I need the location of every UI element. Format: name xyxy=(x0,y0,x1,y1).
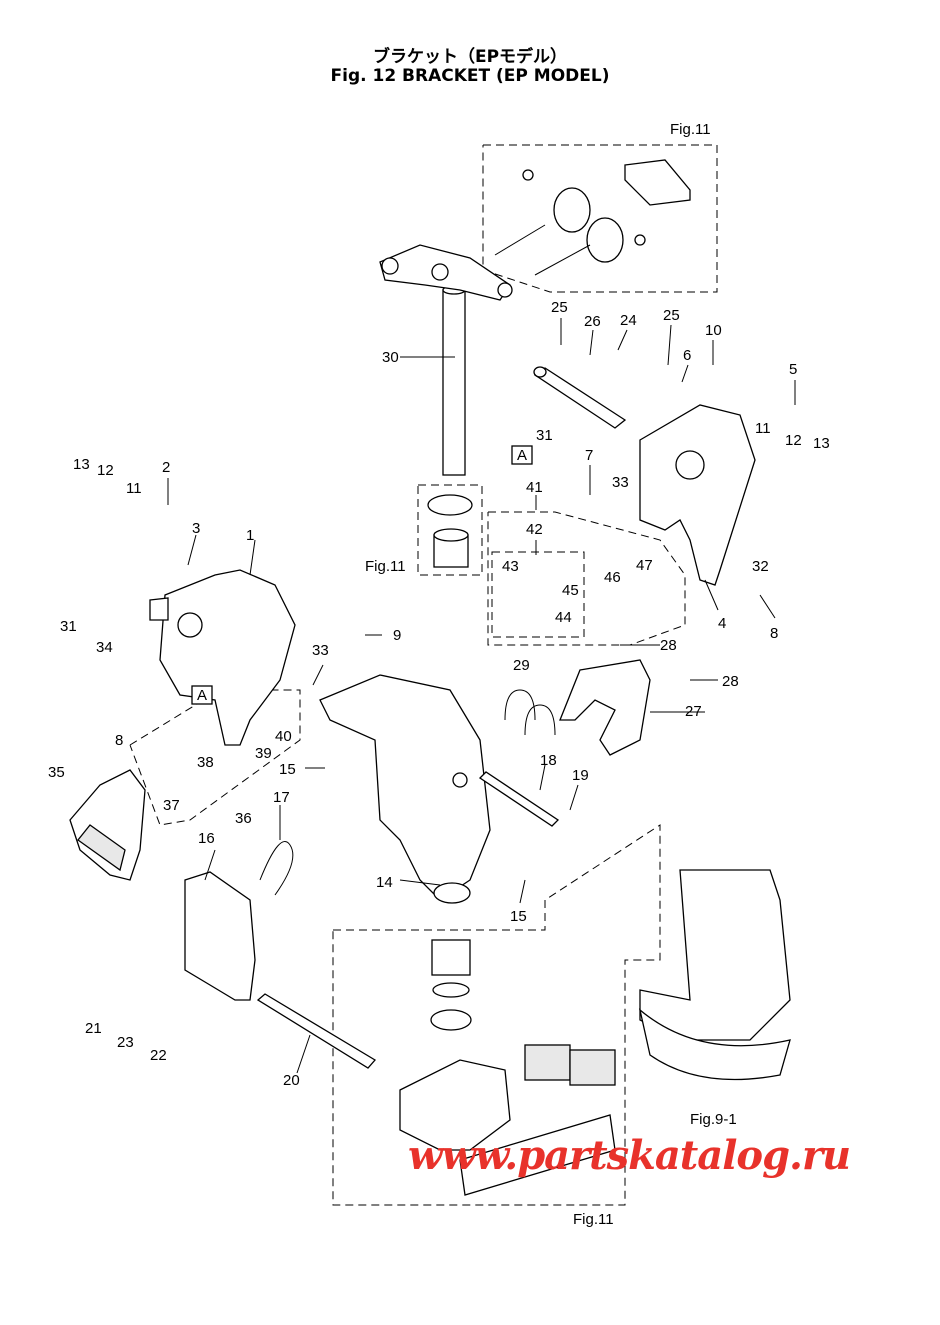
callout-labels: 1 2 3 4 5 6 7 8 8 9 10 11 11 12 12 13 13… xyxy=(48,299,830,1089)
page-title-en: Fig. 12 BRACKET (EP MODEL) xyxy=(330,66,610,86)
leader-lines xyxy=(167,318,796,1074)
section-mark-a-right-label: A xyxy=(517,447,527,464)
callout-15-lower: 15 xyxy=(510,908,527,925)
fig11-lower-fittings xyxy=(399,939,616,1196)
callout-8-left: 8 xyxy=(115,732,123,749)
callout-42: 42 xyxy=(526,521,543,538)
callout-10: 10 xyxy=(705,322,722,339)
callout-18: 18 xyxy=(540,752,557,769)
fig11-steering-fittings xyxy=(494,159,691,276)
callout-41: 41 xyxy=(526,479,543,496)
figref-bottom: Fig.11 xyxy=(573,1211,614,1228)
callout-8-right: 8 xyxy=(770,625,778,642)
fig11-top-group-box xyxy=(482,144,718,293)
fig11-lower-group-box xyxy=(332,824,661,1206)
fig9-1-lower-unit xyxy=(638,869,791,1081)
callout-36: 36 xyxy=(235,810,252,827)
callout-25-right: 25 xyxy=(663,307,680,324)
callout-25-left: 25 xyxy=(551,299,568,316)
callout-22: 22 xyxy=(150,1047,167,1064)
callout-2: 2 xyxy=(162,459,170,476)
callout-27: 27 xyxy=(685,703,702,720)
section-mark-a-left: A xyxy=(191,685,213,705)
callout-9: 9 xyxy=(393,627,401,644)
callout-11-right: 11 xyxy=(755,420,771,437)
callout-33-upper: 33 xyxy=(612,474,629,491)
callout-21: 21 xyxy=(85,1020,102,1037)
section-mark-a-right: A xyxy=(511,445,533,465)
callout-26: 26 xyxy=(584,313,601,330)
callout-32: 32 xyxy=(752,558,769,575)
callout-39: 39 xyxy=(255,745,272,762)
callout-33-lower: 33 xyxy=(312,642,329,659)
callout-45: 45 xyxy=(562,582,579,599)
callout-14: 14 xyxy=(376,874,393,891)
part-17-spring xyxy=(259,841,294,896)
callout-19: 19 xyxy=(572,767,589,784)
callout-44: 44 xyxy=(555,609,572,626)
callout-34: 34 xyxy=(96,639,113,656)
callout-11-left: 11 xyxy=(126,480,142,497)
callout-37: 37 xyxy=(163,797,180,814)
part-35-tilt-handle xyxy=(69,769,146,881)
callout-31-upper: 31 xyxy=(536,427,553,444)
part-41-group-box xyxy=(487,511,686,646)
callout-1: 1 xyxy=(246,527,254,544)
callout-29: 29 xyxy=(513,657,530,674)
callout-46: 46 xyxy=(604,569,621,586)
part-29-springs xyxy=(504,689,556,736)
callout-13-right: 13 xyxy=(813,435,830,452)
watermark: www.partskatalog.ru xyxy=(408,1132,851,1179)
part-42-group-box xyxy=(491,551,585,638)
section-mark-a-left-label: A xyxy=(197,687,207,704)
callout-20: 20 xyxy=(283,1072,300,1089)
callout-31-left: 31 xyxy=(60,618,77,635)
callout-38: 38 xyxy=(197,754,214,771)
part-31-tilt-tube xyxy=(533,366,627,429)
part-30-steering-shaft xyxy=(379,244,513,476)
callout-12-right: 12 xyxy=(785,432,802,449)
callout-43: 43 xyxy=(502,558,519,575)
callout-23: 23 xyxy=(117,1034,134,1051)
fig11-bushing-group-box xyxy=(417,484,483,576)
callout-6: 6 xyxy=(683,347,691,364)
callout-24: 24 xyxy=(620,312,637,329)
callout-12-left: 12 xyxy=(97,462,114,479)
page-title-jp: ブラケット（EPモデル） xyxy=(372,47,568,67)
figref-bushing: Fig.11 xyxy=(365,558,406,575)
callout-7: 7 xyxy=(585,447,593,464)
part-16-tilt-lock-lever xyxy=(184,871,256,1001)
callout-16: 16 xyxy=(198,830,215,847)
callout-3: 3 xyxy=(192,520,200,537)
callout-40: 40 xyxy=(275,728,292,745)
part-18-pin xyxy=(478,771,560,827)
callout-35: 35 xyxy=(48,764,65,781)
part-20-shaft xyxy=(256,993,377,1069)
figref-lower-unit: Fig.9-1 xyxy=(690,1111,737,1128)
callout-5: 5 xyxy=(789,361,797,378)
callout-17: 17 xyxy=(273,789,290,806)
callout-47: 47 xyxy=(636,557,653,574)
part-1-clamp-bracket xyxy=(149,569,296,746)
part-14-swivel-bracket xyxy=(319,674,491,904)
part-4-clamp-bracket xyxy=(639,404,756,586)
part-27-tilt-lock xyxy=(559,659,651,756)
callout-30: 30 xyxy=(382,349,399,366)
callout-4: 4 xyxy=(718,615,726,632)
callout-15-upper: 15 xyxy=(279,761,296,778)
callout-28-upper: 28 xyxy=(660,637,677,654)
shaft-bushings xyxy=(427,494,473,568)
figref-top: Fig.11 xyxy=(670,121,711,138)
callout-28-lower: 28 xyxy=(722,673,739,690)
callout-13-left: 13 xyxy=(73,456,90,473)
